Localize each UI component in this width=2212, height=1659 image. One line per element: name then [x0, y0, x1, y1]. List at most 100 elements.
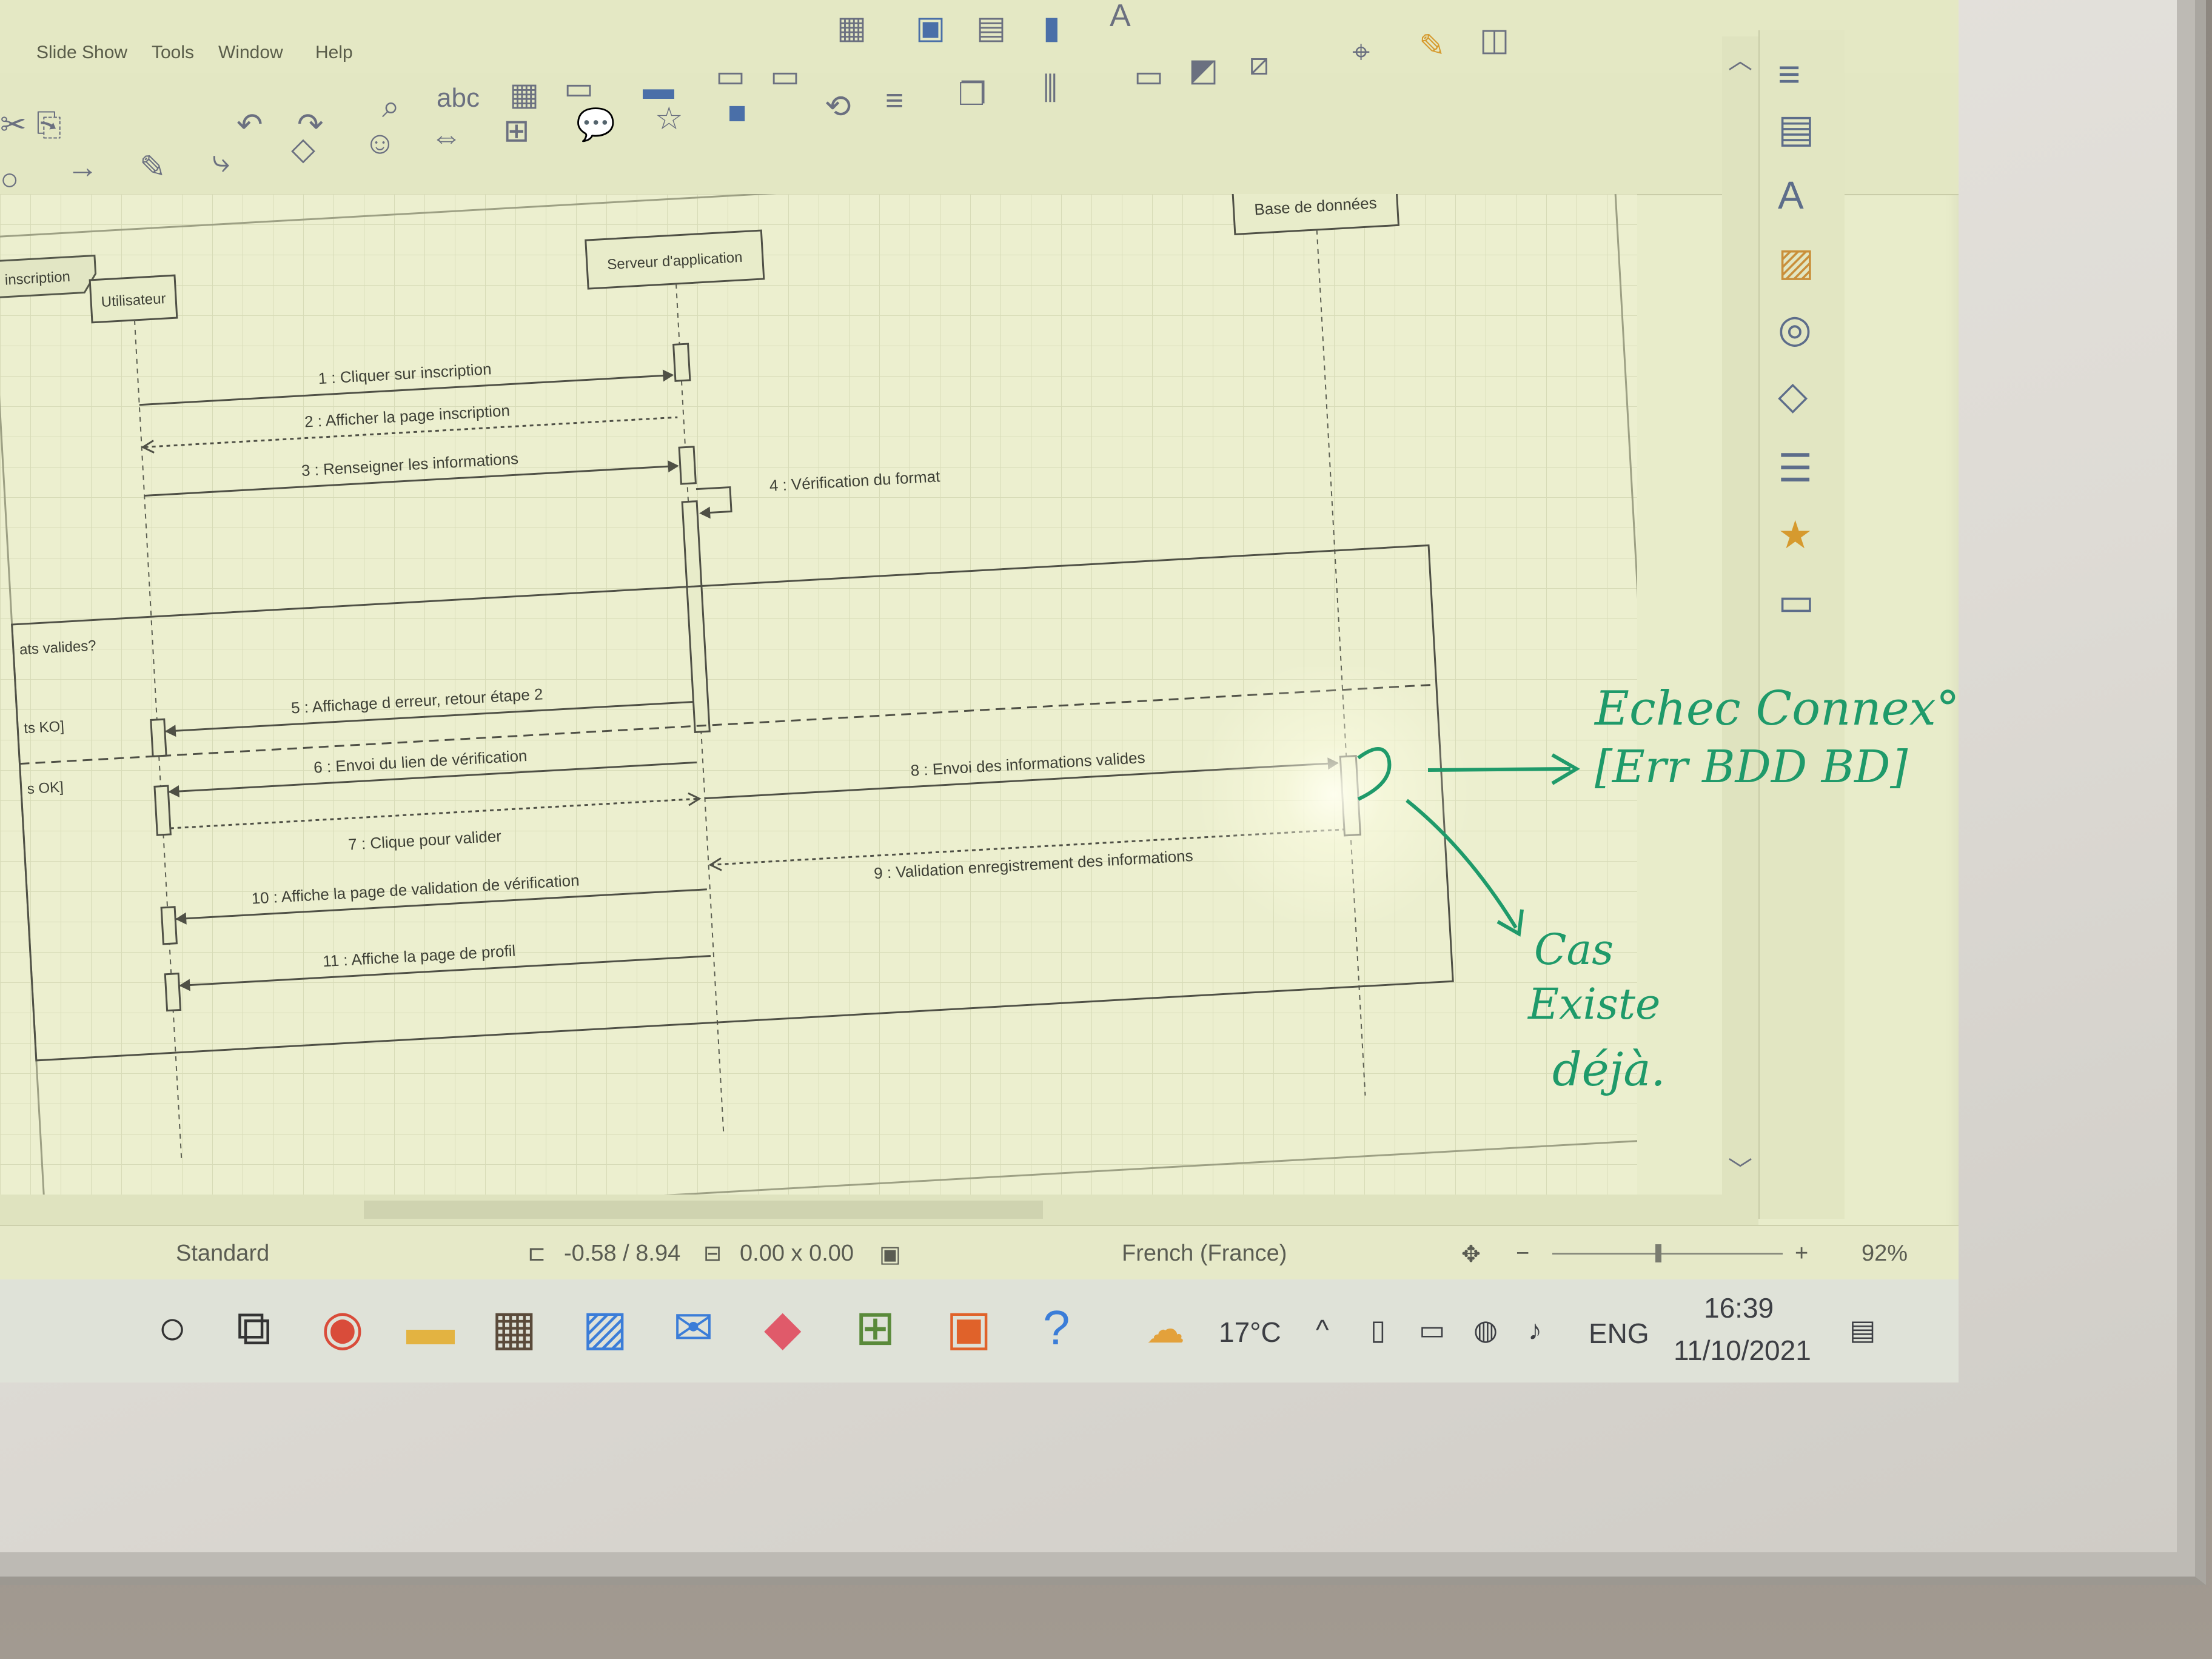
scroll-down-icon[interactable]: ﹀: [1728, 1157, 1752, 1184]
zoom-level[interactable]: 92%: [1862, 1241, 1908, 1266]
message-4-arrow: [699, 506, 711, 519]
app-icon[interactable]: ◆: [764, 1301, 802, 1355]
image-icon[interactable]: ▣: [916, 10, 946, 45]
zoom-out-button[interactable]: −: [1516, 1241, 1530, 1266]
menu-slide-show[interactable]: Slide Show: [36, 42, 128, 62]
spellcheck-icon[interactable]: abc: [437, 83, 480, 113]
sidebar-deck: ≡ ▤ A ▨ ◎ ◇ ☰ ★ ▭: [1758, 30, 1845, 1219]
horizontal-scrollbar[interactable]: [0, 1195, 1758, 1225]
ink-arrow-right-head: [1551, 753, 1580, 785]
cut-icon[interactable]: ✂: [0, 107, 27, 142]
glue-points-icon[interactable]: ✎: [1419, 28, 1446, 64]
block-arrows-icon[interactable]: ⇔: [431, 119, 462, 155]
meet-icon[interactable]: ▯: [1370, 1314, 1386, 1346]
impress-icon[interactable]: ▣: [946, 1301, 992, 1355]
slideshow-current-icon[interactable]: ▭: [770, 59, 800, 94]
menu-help[interactable]: Help: [315, 42, 353, 62]
film-icon[interactable]: ▤: [976, 10, 1007, 45]
connector-icon[interactable]: ⤷: [212, 144, 230, 179]
network-app-icon[interactable]: ⊞: [855, 1301, 896, 1355]
ink-line-2: [Err BDD BD]: [1595, 741, 1908, 793]
arrange-icon[interactable]: ❐: [958, 77, 987, 112]
zoom-slider[interactable]: [1552, 1253, 1783, 1255]
redo-icon[interactable]: ↷: [297, 107, 324, 142]
tray-chevron-icon[interactable]: ^: [1316, 1314, 1329, 1346]
display-icon[interactable]: ▭: [564, 71, 594, 106]
clock-date[interactable]: 11/10/2021: [1674, 1335, 1811, 1366]
distribute-icon[interactable]: ⫼: [1043, 71, 1057, 106]
3d-object-icon[interactable]: ■: [728, 95, 747, 130]
textbox-icon[interactable]: A: [1110, 0, 1131, 33]
slide-icon[interactable]: ▬: [643, 71, 674, 106]
animation-icon[interactable]: ☰: [1778, 446, 1813, 490]
grid-icon[interactable]: ▦: [509, 77, 540, 112]
network-icon[interactable]: ◍: [1473, 1314, 1498, 1346]
find-replace-icon[interactable]: ⌕: [382, 89, 400, 124]
ink-line-1: Echec Connex°: [1594, 682, 1960, 736]
styles-icon[interactable]: A: [1778, 173, 1804, 217]
weather-icon[interactable]: ☁: [1146, 1307, 1185, 1351]
help-icon[interactable]: ?: [1043, 1301, 1070, 1355]
photos-icon[interactable]: ▨: [582, 1301, 628, 1355]
language-indicator[interactable]: ENG: [1589, 1318, 1649, 1349]
rotate-icon[interactable]: ⟲: [825, 89, 851, 124]
toggle-extrusion-icon[interactable]: ◫: [1480, 22, 1510, 58]
ellipse-icon[interactable]: ○: [0, 162, 19, 197]
ink-line-4: Existe: [1527, 979, 1660, 1029]
callout-icon[interactable]: 💬: [576, 107, 615, 142]
shadow-icon[interactable]: ▭: [1134, 59, 1164, 94]
crop-icon[interactable]: ◩: [1188, 53, 1219, 88]
chart-icon[interactable]: ▮: [1043, 10, 1061, 45]
toolbar: ✂ ⎘ ↶ ↷ ⌕ abc ▦ ▭ ▬ ▭ ▭ ○ → ✎ ⤷ ◇ ☺ ⇔ ⊞ …: [0, 24, 1959, 197]
activation-server-3: [681, 500, 711, 733]
file-explorer-icon[interactable]: ▬: [406, 1301, 455, 1355]
transition-icon[interactable]: ★: [1778, 513, 1813, 557]
save-status-icon: ▣: [879, 1242, 901, 1267]
filter-icon[interactable]: ⧄: [1249, 47, 1270, 82]
shapes-icon[interactable]: ◇: [1778, 374, 1808, 417]
flowchart-icon[interactable]: ⊞: [503, 113, 530, 149]
menu-window[interactable]: Window: [218, 42, 283, 62]
vertical-scrollbar[interactable]: ︿ ﹀: [1722, 36, 1758, 1219]
lifeline-user-label: Utilisateur: [101, 290, 166, 310]
symbol-shapes-icon[interactable]: ☺: [364, 126, 397, 161]
undo-icon[interactable]: ↶: [236, 107, 263, 142]
scroll-up-icon[interactable]: ︿: [1728, 47, 1752, 74]
volume-icon[interactable]: ♪: [1528, 1314, 1542, 1346]
master-slides-icon[interactable]: ▭: [1778, 580, 1815, 623]
zoom-in-button[interactable]: +: [1795, 1241, 1809, 1266]
line-icon[interactable]: →: [67, 150, 98, 185]
search-icon[interactable]: ○: [158, 1301, 187, 1355]
start-slideshow-icon[interactable]: ▭: [716, 59, 746, 94]
notifications-icon[interactable]: ▤: [1849, 1314, 1876, 1346]
basic-shapes-icon[interactable]: ◇: [291, 132, 315, 167]
zoom-slider-handle[interactable]: [1655, 1244, 1661, 1262]
navigator-icon[interactable]: ◎: [1778, 307, 1812, 350]
layout-name: Standard: [176, 1241, 270, 1266]
task-view-icon[interactable]: ⧉: [236, 1301, 272, 1355]
gallery-icon[interactable]: ▨: [1778, 240, 1815, 284]
mail-icon[interactable]: ✉: [673, 1301, 714, 1355]
weather-temp[interactable]: 17°C: [1219, 1316, 1281, 1348]
horizontal-scroll-thumb[interactable]: [364, 1201, 1043, 1219]
align-icon[interactable]: ≡: [885, 83, 904, 118]
copy-icon[interactable]: ⎘: [36, 107, 62, 142]
fit-slide-icon[interactable]: ✥: [1461, 1242, 1481, 1267]
ink-bracket: [1357, 747, 1392, 801]
points-icon[interactable]: ⌖: [1352, 35, 1370, 70]
table-icon[interactable]: ▦: [837, 10, 867, 45]
store-icon[interactable]: ▦: [491, 1301, 537, 1355]
menu-tools[interactable]: Tools: [152, 42, 195, 62]
battery-icon[interactable]: ▭: [1419, 1314, 1446, 1346]
menu-icon[interactable]: ≡: [1778, 52, 1801, 96]
clock-time[interactable]: 16:39: [1704, 1292, 1774, 1324]
star-icon[interactable]: ☆: [655, 101, 683, 136]
curve-icon[interactable]: ✎: [139, 150, 166, 185]
chrome-icon[interactable]: ◉: [321, 1301, 364, 1355]
frame-label: inscription: [4, 269, 70, 289]
language-status[interactable]: French (France): [1122, 1241, 1287, 1266]
properties-icon[interactable]: ▤: [1778, 107, 1815, 150]
message-3-line: [144, 464, 677, 497]
guard-ok: s OK]: [27, 779, 64, 797]
